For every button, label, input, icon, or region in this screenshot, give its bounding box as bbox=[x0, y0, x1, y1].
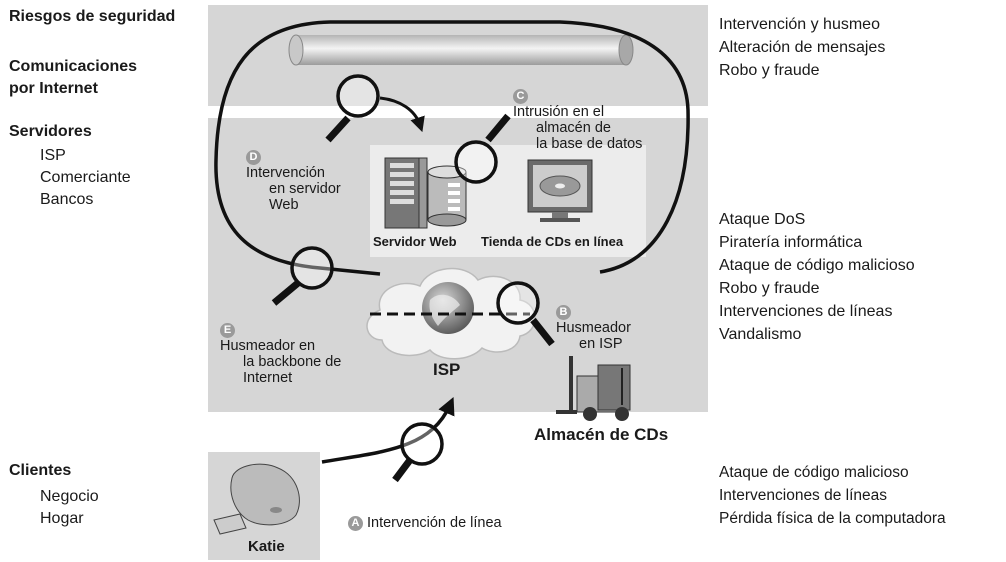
point-label-line: en servidor bbox=[269, 181, 341, 197]
point-e-marker: E bbox=[220, 323, 235, 338]
point-a-marker: A bbox=[348, 516, 363, 531]
magnifier-icon bbox=[325, 74, 380, 143]
computer-icon bbox=[213, 463, 300, 535]
warehouse-label: Almacén de CDs bbox=[534, 425, 669, 444]
list-item: Hogar bbox=[40, 510, 84, 527]
point-label-line: Web bbox=[269, 197, 299, 213]
clients-list: Negocio Hogar bbox=[40, 486, 99, 530]
server-risks: Ataque DoS Piratería informática Ataque … bbox=[719, 208, 915, 346]
web-server-label: Servidor Web bbox=[373, 234, 457, 249]
internet-heading-line: Comunicaciones bbox=[9, 58, 138, 75]
list-item: Pérdida física de la computadora bbox=[719, 510, 946, 527]
list-item: Ataque de código malicioso bbox=[719, 257, 915, 274]
isp-cloud bbox=[366, 267, 536, 360]
katie-path bbox=[321, 397, 455, 464]
point-label-line: almacén de bbox=[536, 120, 611, 136]
point-label-line: en ISP bbox=[579, 336, 623, 352]
list-item: Piratería informática bbox=[719, 234, 863, 251]
point-d-marker: D bbox=[246, 150, 261, 165]
point-label-line: Intervención bbox=[246, 165, 325, 181]
internet-heading: Comunicaciones por Internet bbox=[9, 56, 137, 100]
list-item: Negocio bbox=[40, 488, 99, 505]
point-label-line: Intervención de línea bbox=[367, 515, 502, 531]
list-item: ISP bbox=[40, 147, 66, 164]
cd-monitor-icon bbox=[527, 159, 593, 222]
arrow-to-server bbox=[379, 96, 425, 133]
magnifier-icon bbox=[271, 246, 334, 306]
point-label-line: la backbone de bbox=[243, 354, 342, 370]
list-item: Intervención y husmeo bbox=[719, 16, 880, 33]
list-item: Robo y fraude bbox=[719, 62, 820, 79]
point-b-marker: B bbox=[556, 305, 571, 320]
magnifier-icon bbox=[392, 422, 444, 483]
katie-label: Katie bbox=[248, 538, 285, 555]
point-c-marker: C bbox=[513, 89, 528, 104]
diagram-title: Riesgos de seguridad bbox=[9, 8, 176, 25]
list-item: Vandalismo bbox=[719, 326, 802, 343]
servers-list: ISP Comerciante Bancos bbox=[40, 145, 131, 211]
servers-heading: Servidores bbox=[9, 123, 92, 140]
point-label-line: Intrusión en el bbox=[513, 104, 605, 120]
magnifier-icon bbox=[496, 281, 555, 347]
list-item: Intervenciones de líneas bbox=[719, 303, 893, 320]
point-label-line: la base de datos bbox=[536, 136, 643, 152]
list-item: Alteración de mensajes bbox=[719, 39, 886, 56]
list-item: Robo y fraude bbox=[719, 280, 820, 297]
point-a-label: A Intervención de línea bbox=[348, 515, 502, 531]
backbone-pipe bbox=[288, 34, 634, 66]
point-label-line: Husmeador bbox=[556, 320, 631, 336]
internet-heading-line: por Internet bbox=[9, 80, 98, 97]
cd-store-label: Tienda de CDs en línea bbox=[481, 234, 624, 249]
magnifier-icon bbox=[454, 113, 511, 184]
web-server-icon bbox=[384, 157, 428, 229]
client-risks: Ataque de código malicioso Intervencione… bbox=[719, 461, 946, 530]
point-label-line: Internet bbox=[243, 370, 293, 386]
data-path bbox=[214, 20, 690, 276]
list-item: Intervenciones de líneas bbox=[719, 487, 888, 504]
list-item: Comerciante bbox=[40, 169, 131, 186]
isp-label: ISP bbox=[433, 360, 461, 379]
list-item: Ataque DoS bbox=[719, 211, 806, 228]
list-item: Bancos bbox=[40, 191, 94, 208]
clients-heading: Clientes bbox=[9, 462, 72, 479]
point-label-line: Husmeador en bbox=[220, 338, 316, 354]
forklift-icon bbox=[556, 356, 631, 421]
internet-risks: Intervención y husmeo Alteración de mens… bbox=[719, 13, 885, 82]
list-item: Ataque de código malicioso bbox=[719, 464, 909, 481]
